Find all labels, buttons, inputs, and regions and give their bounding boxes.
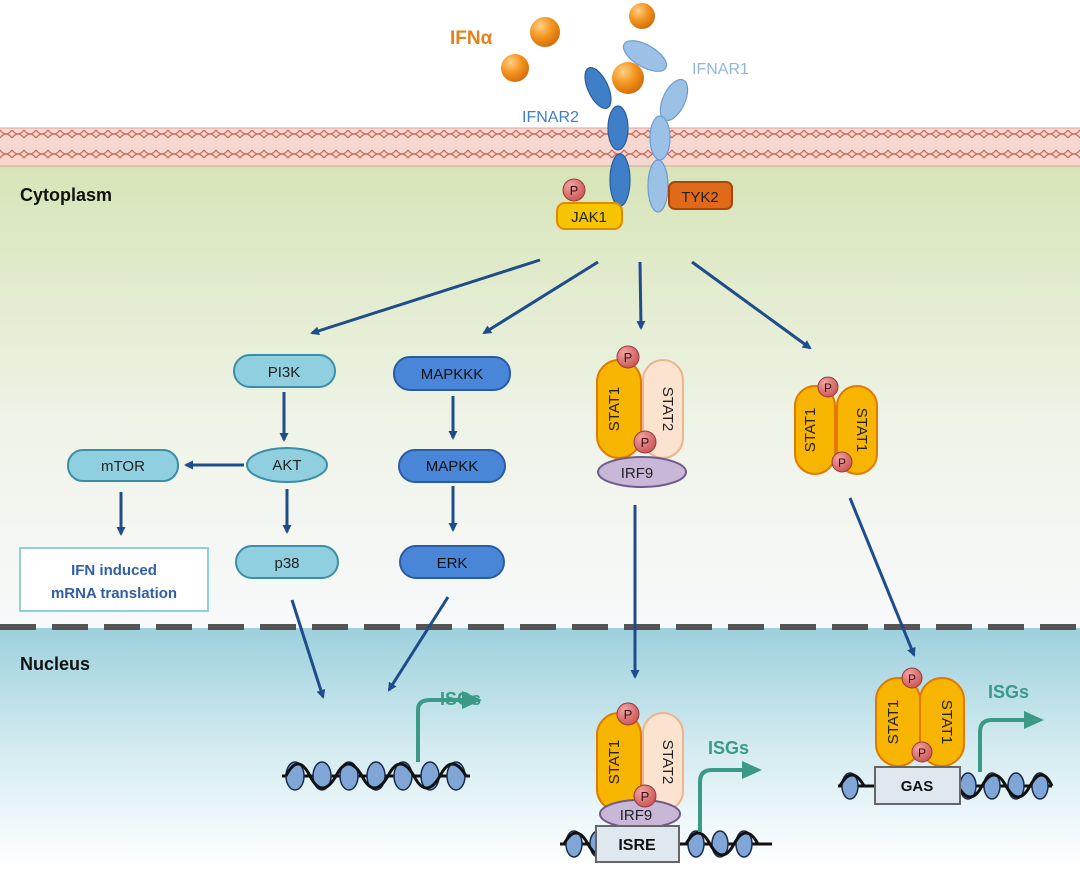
isgs-label-left: ISGs (440, 689, 481, 709)
phospho-icon (831, 451, 853, 473)
mtor-node (67, 449, 179, 482)
jak1-label: JAK1 (571, 209, 607, 226)
jak1-phospho-label: P (570, 183, 579, 198)
isg-arrow-gas (978, 711, 1044, 772)
ifnar2-receptor (584, 67, 631, 207)
isgs-label-isre: ISGs (708, 738, 749, 758)
irf9-label: IRF9 (621, 465, 654, 482)
dna-strand-left (282, 761, 470, 791)
gas-element (874, 766, 961, 805)
isg-arrow-left (416, 691, 482, 762)
translation-line1: IFN induced (71, 562, 157, 579)
mapkk-node (398, 449, 506, 483)
stat1-label: STAT1 (606, 387, 623, 431)
akt-node (246, 447, 328, 483)
isre-label: ISRE (618, 837, 656, 854)
stat2-label: STAT2 (659, 740, 676, 784)
translation-line2: mRNA translation (51, 585, 177, 602)
stat1-label: STAT1 (853, 408, 870, 452)
translation-box (19, 547, 209, 612)
isre-element (595, 825, 680, 863)
mapkkk-node (393, 356, 511, 391)
ifn-alpha-molecules (501, 3, 655, 94)
phospho-label: P (624, 350, 633, 365)
tyk2-kinase (668, 181, 733, 210)
p38-node (235, 545, 339, 579)
erk-node (399, 545, 505, 579)
isgs-label-gas: ISGs (988, 682, 1029, 702)
pi3k-node (233, 354, 336, 388)
erk-label: ERK (437, 555, 468, 572)
nucleus-label: Nucleus (20, 654, 90, 674)
stat2-label: STAT2 (659, 387, 676, 431)
phospho-icon (616, 702, 640, 726)
isg-arrow-isre (698, 761, 762, 832)
mapkk-label: MAPKK (426, 458, 479, 475)
phospho-label: P (824, 381, 832, 395)
stat1-label: STAT1 (802, 408, 819, 452)
cytoplasm-label: Cytoplasm (20, 185, 112, 205)
jak1-kinase (556, 202, 623, 230)
ifnar1-receptor (622, 40, 689, 213)
phospho-label: P (624, 707, 633, 722)
phospho-icon (633, 784, 657, 808)
phospho-label: P (838, 456, 846, 470)
phospho-label: P (641, 789, 650, 804)
isgf3-complex-nucleus: STAT2 STAT1 IRF9 P P (596, 702, 684, 829)
phospho-label: P (908, 672, 916, 686)
stat2-phospho-icon (633, 430, 657, 454)
akt-label: AKT (272, 457, 301, 474)
ifn-alpha-label: IFNα (450, 28, 493, 49)
phospho-icon (901, 667, 923, 689)
stat1-label: STAT1 (606, 740, 623, 784)
phospho-icon (817, 376, 839, 398)
p38-label: p38 (274, 555, 299, 572)
phospho-label: P (918, 746, 926, 760)
cell-membrane (0, 128, 1080, 166)
tyk2-label: TYK2 (681, 189, 719, 206)
isgf3-complex-cytoplasm: STAT2 STAT1 IRF9 P P (596, 345, 687, 488)
ifnar2-label: IFNAR2 (522, 109, 579, 126)
phospho-icon (911, 741, 933, 763)
gas-label: GAS (901, 778, 934, 795)
mtor-label: mTOR (101, 458, 145, 475)
signal-arrows (116, 258, 916, 699)
phospho-label: P (641, 435, 650, 450)
stat1-phospho-icon (616, 345, 640, 369)
stat1-label: STAT1 (885, 700, 902, 744)
stat1-dimer-nucleus: STAT1 STAT1 P P (875, 667, 965, 767)
irf9-label: IRF9 (620, 807, 653, 824)
jak1-phospho-icon (562, 178, 586, 202)
stat1-label: STAT1 (938, 700, 955, 744)
mapkkk-label: MAPKKK (421, 366, 484, 383)
stat1-dimer-cytoplasm: STAT1 STAT1 P P (794, 376, 878, 475)
pi3k-label: PI3K (268, 364, 301, 381)
ifnar1-label: IFNAR1 (692, 61, 749, 78)
